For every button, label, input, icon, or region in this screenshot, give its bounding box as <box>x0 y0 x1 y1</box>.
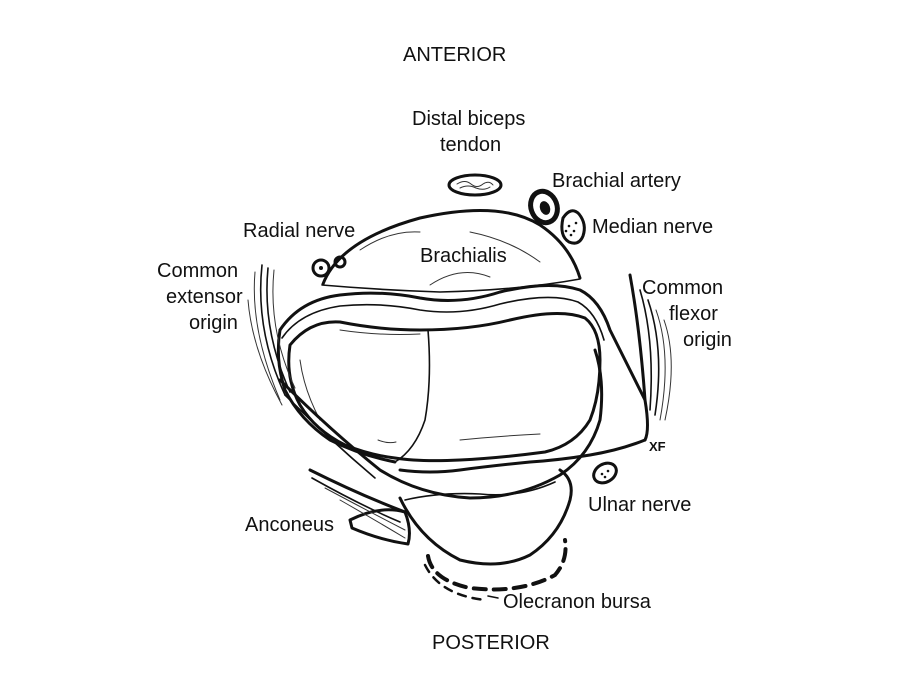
common-flexor-label-line2: flexor <box>669 303 718 325</box>
common-flexor-label-line3: origin <box>683 329 732 351</box>
median-nerve-label: Median nerve <box>592 216 714 238</box>
brachialis-label: Brachialis <box>420 245 507 267</box>
brachialis-shape <box>321 208 582 293</box>
posterior-label: POSTERIOR <box>432 632 550 654</box>
brachial-artery-shape <box>528 188 560 226</box>
common-flexor-fibers <box>628 273 672 421</box>
common-extensor-label-line1: Common <box>157 260 239 282</box>
biceps-tendon-shape <box>447 173 503 197</box>
common-extensor-label-line2: extensor <box>166 286 243 308</box>
distal-biceps-label-line2: tendon <box>440 134 502 156</box>
ulnar-nerve-shape <box>592 461 618 485</box>
brachial-artery-label: Brachial artery <box>552 170 681 192</box>
joint-capsule-shape <box>276 284 649 474</box>
ulna-outline-shape <box>278 348 604 500</box>
humeral-articular-shape <box>287 311 602 463</box>
distal-biceps-label-line1: Distal biceps <box>412 108 526 130</box>
olecranon-shape <box>398 468 573 566</box>
xf-label: XF <box>649 439 666 454</box>
olecranon-bursa-label: Olecranon bursa <box>503 591 651 613</box>
ulnar-nerve-label: Ulnar nerve <box>588 494 692 516</box>
radial-nerve-label: Radial nerve <box>243 220 356 242</box>
anconeus-shape <box>308 468 411 546</box>
common-flexor-label-line1: Common <box>642 277 724 299</box>
common-extensor-fibers <box>247 264 296 406</box>
common-extensor-label-line3: origin <box>189 312 238 334</box>
anterior-label: ANTERIOR <box>403 44 507 66</box>
anconeus-label: Anconeus <box>245 514 334 536</box>
olecranon-bursa-shape <box>423 538 568 602</box>
median-nerve-shape <box>560 209 586 245</box>
